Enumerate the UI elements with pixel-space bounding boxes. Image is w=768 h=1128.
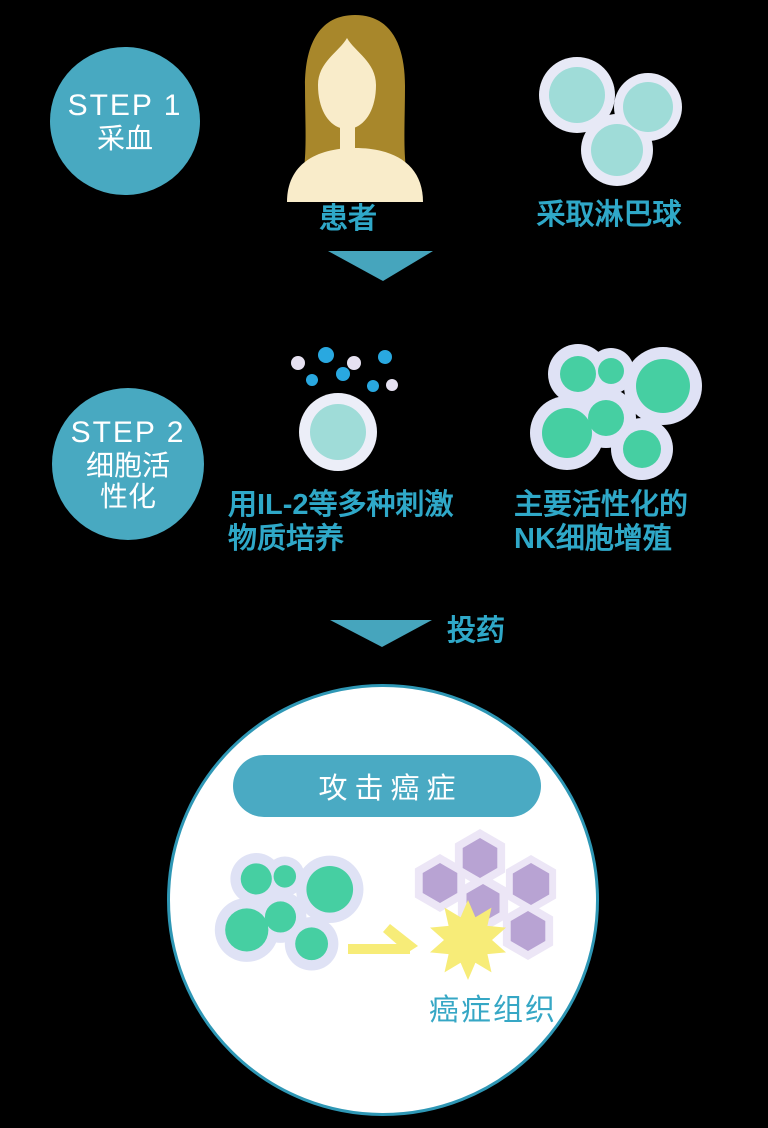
down-arrow-icon: [330, 620, 432, 647]
attack-arrow-icon: [348, 924, 418, 954]
down-arrow-icon: [328, 251, 433, 281]
stimulant-dots: [291, 347, 398, 392]
culture-label-line2: 物质培养: [228, 523, 345, 555]
step1-badge-subtitle: 采血: [96, 122, 153, 154]
nk-cells-icon: [530, 344, 702, 480]
cancer-tissue-label: 癌症组织: [429, 994, 557, 1027]
attack-title-pill: 攻击癌症: [233, 755, 541, 817]
patient-icon: [287, 15, 423, 202]
patient-label: 患者: [318, 203, 377, 235]
lymph-label: 采取淋巴球: [536, 199, 682, 231]
step2-badge-subtitle-1: 细胞活: [85, 450, 170, 481]
nk-label-line1: 主要活性化的: [514, 489, 689, 521]
culture-label-line1: 用IL-2等多种刺激: [228, 489, 454, 521]
step2-badge-title: STEP 2: [70, 416, 186, 449]
step1-badge: STEP 1 采血: [50, 47, 200, 195]
attack-title: 攻击癌症: [318, 773, 463, 805]
step2-badge: STEP 2 细胞活 性化: [52, 388, 204, 540]
step2-badge-subtitle-2: 性化: [99, 481, 156, 512]
nk-cells-attack-icon: [214, 853, 364, 971]
burst-icon: [430, 900, 506, 980]
nk-label-line2: NK细胞增殖: [514, 523, 672, 555]
dose-label: 投药: [447, 615, 506, 647]
step1-badge-title: STEP 1: [67, 88, 183, 122]
culture-label: 用IL-2等多种刺激 物质培养: [228, 488, 498, 556]
nk-label: 主要活性化的 NK细胞增殖: [514, 488, 764, 556]
culture-cell-icon: [291, 347, 398, 471]
lymphocytes-icon: [539, 57, 682, 186]
